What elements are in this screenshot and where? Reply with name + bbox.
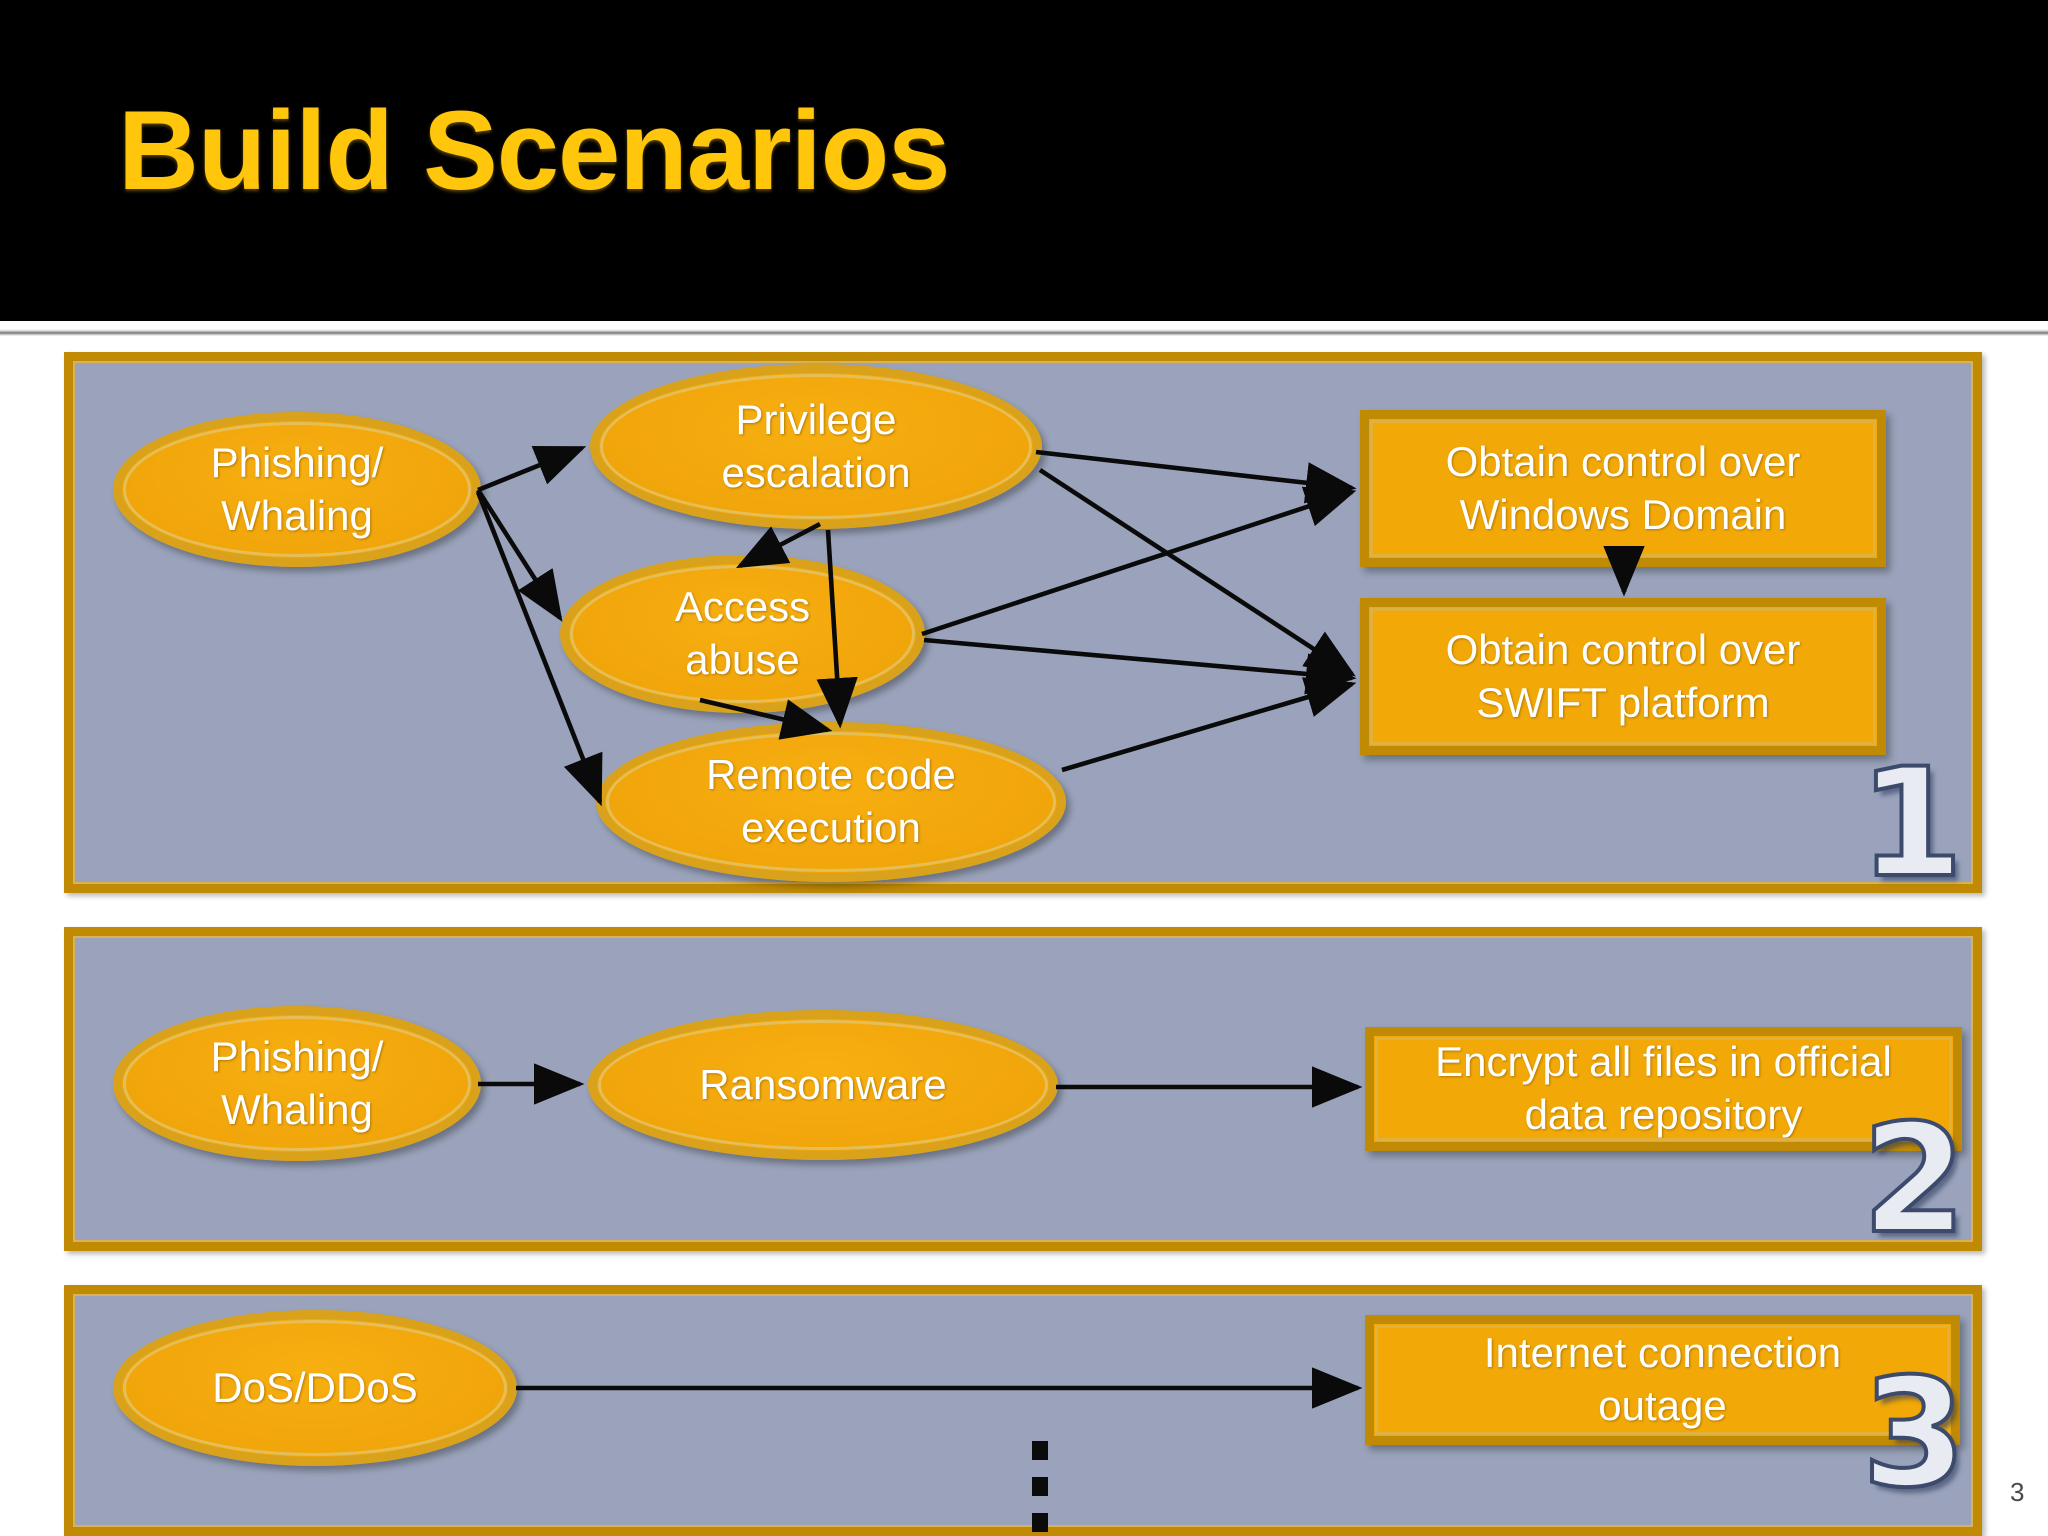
node-label: DoS/DDoS <box>212 1363 418 1411</box>
node-dos-ddos[interactable]: DoS/DDoS <box>113 1310 517 1466</box>
node-label: Ransomware <box>699 1060 947 1108</box>
node-phishing-whaling-1[interactable]: Phishing/Whaling <box>113 412 481 567</box>
scenario-badge-2: 2 <box>1860 1093 1968 1267</box>
node-ransomware[interactable]: Ransomware <box>588 1010 1058 1160</box>
title-band <box>0 0 2048 321</box>
scenario-badge-1: 1 <box>1857 737 1965 911</box>
node-label: Phishing/Whaling <box>210 438 384 539</box>
node-label: Phishing/Whaling <box>210 1032 384 1133</box>
dot <box>1032 1513 1048 1532</box>
vertical-ellipsis-icon <box>1032 1441 1048 1536</box>
dot <box>1032 1441 1048 1460</box>
node-phishing-whaling-2[interactable]: Phishing/Whaling <box>113 1006 481 1161</box>
page-title: Build Scenarios <box>118 88 950 213</box>
title-divider <box>0 329 2048 336</box>
dot <box>1032 1477 1048 1496</box>
scenario-badge-3: 3 <box>1860 1347 1968 1521</box>
page-number: 3 <box>2010 1477 2025 1507</box>
